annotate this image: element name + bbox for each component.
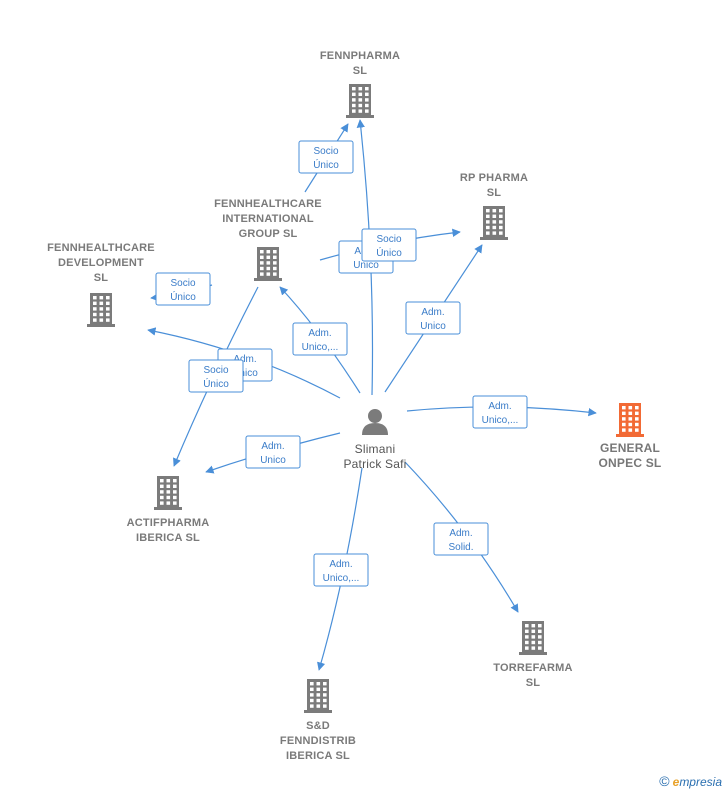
building-icon[interactable] xyxy=(480,206,508,240)
edge-label-box[interactable] xyxy=(313,553,369,587)
edge-label-text: Único xyxy=(313,158,339,171)
edge-label-text: Único xyxy=(376,246,402,259)
edge-label-text: Unico xyxy=(232,368,258,379)
edge-label-text: Unico xyxy=(420,321,446,332)
building-icon[interactable] xyxy=(304,679,332,713)
company-node-fennpharma[interactable]: FENNPHARMA SL xyxy=(320,50,400,118)
node-label-line: ONPEC SL xyxy=(599,456,662,470)
edge-label-box[interactable] xyxy=(245,435,301,469)
node-label-line: FENNPHARMA xyxy=(320,50,400,62)
edge-label-box[interactable] xyxy=(188,359,244,393)
node-label-line: GROUP SL xyxy=(239,228,298,240)
edge-label-p-to-rp[interactable]: Adm. Unico xyxy=(405,301,461,335)
edge-label-text: Adm. xyxy=(308,328,331,339)
company-node-rp-pharma[interactable]: RP PHARMA SL xyxy=(460,172,528,240)
node-label-line: SL xyxy=(487,187,502,199)
node-label-line: FENNDISTRIB xyxy=(280,735,356,747)
node-label-line: GENERAL xyxy=(600,441,660,455)
building-icon[interactable] xyxy=(519,621,547,655)
edge-label-box[interactable] xyxy=(433,522,489,556)
company-node-actifpharma[interactable]: ACTIFPHARMA IBERICA SL xyxy=(127,476,210,544)
edge-label-p-to-sd[interactable]: Adm. Unico,... xyxy=(313,553,369,587)
edges-layer: SocioÚnicoAdm.UnicoSocioÚnicoAdm.UnicoSo… xyxy=(147,119,597,671)
edge-label-text: Adm. xyxy=(233,354,256,365)
edge-label-box[interactable] xyxy=(405,301,461,335)
edge-label-text: Unico xyxy=(260,455,286,466)
edge-label-text: Unico,... xyxy=(323,573,360,584)
brand-initial: e xyxy=(672,775,680,789)
edge-label-text: Adm. xyxy=(421,307,444,318)
edge-label-text: Adm. xyxy=(449,528,472,539)
company-node-fennhealthcare-international[interactable]: FENNHEALTHCARE INTERNATIONAL GROUP SL xyxy=(214,198,322,281)
building-icon[interactable] xyxy=(87,293,115,327)
edge-label-text: Adm. xyxy=(261,441,284,452)
edge-label-p-to-torre[interactable]: Adm. Solid. xyxy=(433,522,489,556)
building-icon[interactable] xyxy=(346,84,374,118)
empresia-brand: ©empresia xyxy=(659,773,722,789)
node-label-line: TORREFARMA xyxy=(493,662,572,674)
person-icon[interactable] xyxy=(362,409,388,435)
node-label-line: INTERNATIONAL xyxy=(222,213,314,225)
node-label-line: RP PHARMA xyxy=(460,172,528,184)
node-label-line: S&D xyxy=(306,720,330,732)
copyright-icon: © xyxy=(659,773,670,789)
node-label-line: DEVELOPMENT xyxy=(58,257,144,269)
node-label-line: ACTIFPHARMA xyxy=(127,517,210,529)
edge-label-text: Unico,... xyxy=(302,342,339,353)
edge-label-box[interactable] xyxy=(361,228,417,262)
node-label-line: IBERICA SL xyxy=(286,750,350,762)
edge-label-text: Socio xyxy=(376,234,401,245)
node-label-line: SL xyxy=(94,272,109,284)
edge-label-text: Socio xyxy=(313,146,338,157)
edge-label-box[interactable] xyxy=(472,395,528,429)
edge-label-text: Adm. xyxy=(329,559,352,570)
edge-label-text: Adm. xyxy=(488,401,511,412)
edge-label-text: Único xyxy=(170,290,196,303)
building-icon[interactable] xyxy=(616,403,644,437)
node-label-line: SL xyxy=(353,65,368,77)
edge-label-box[interactable] xyxy=(298,140,354,174)
node-label-line: Patrick Safi xyxy=(343,457,406,471)
edge-label-box[interactable] xyxy=(155,272,211,306)
edge-label-text: Socio xyxy=(203,365,228,376)
node-label-line: Slimani xyxy=(355,442,396,456)
edge-label-text: Único xyxy=(203,377,229,390)
edge-label-p-to-actif[interactable]: Adm. Unico xyxy=(245,435,301,469)
node-label-line: SL xyxy=(526,677,541,689)
brand-name: mpresia xyxy=(679,775,722,789)
building-icon[interactable] xyxy=(154,476,182,510)
edge-label-p-to-general[interactable]: Adm. Unico,... xyxy=(472,395,528,429)
edge-label-text: Socio xyxy=(170,278,195,289)
node-label-line: IBERICA SL xyxy=(136,532,200,544)
company-node-sd-fenndistrib[interactable]: S&D FENNDISTRIB IBERICA SL xyxy=(280,679,356,762)
building-icon[interactable] xyxy=(254,247,282,281)
company-node-fennhealthcare-development[interactable]: FENNHEALTHCARE DEVELOPMENT SL xyxy=(47,242,155,327)
edge-label-text: Unico,... xyxy=(482,415,519,426)
edge-label-p-to-int[interactable]: Adm. Unico,... xyxy=(292,322,348,356)
edge-label-text: Unico xyxy=(353,260,379,271)
node-label-line: FENNHEALTHCARE xyxy=(214,198,322,210)
company-node-torrefarma[interactable]: TORREFARMA SL xyxy=(493,621,573,689)
edge-label-text: Solid. xyxy=(448,542,473,553)
edge-label-box[interactable] xyxy=(292,322,348,356)
node-label-line: FENNHEALTHCARE xyxy=(47,242,155,254)
